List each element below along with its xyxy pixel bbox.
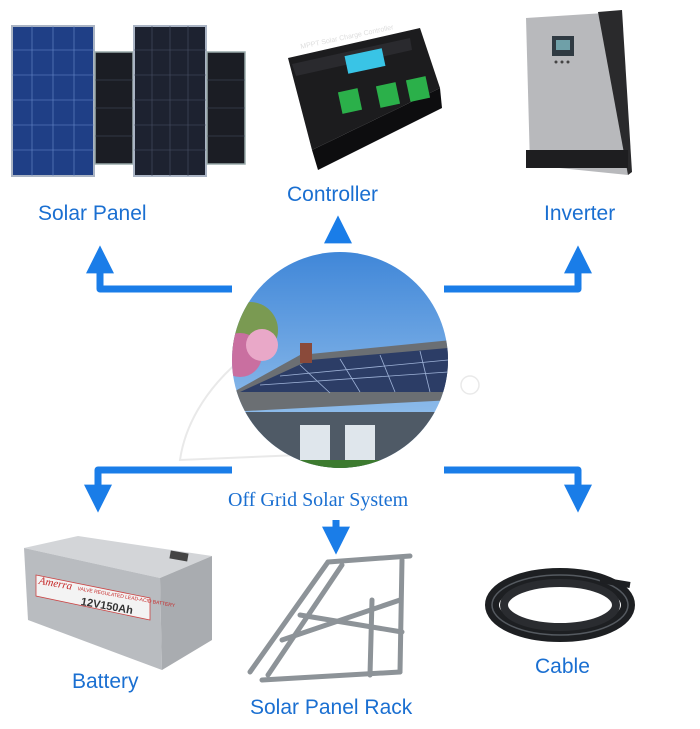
label-cable: Cable [535,655,590,678]
label-off-grid-solar-system: Off Grid Solar System [228,489,409,511]
arrow-to-solar-panel [86,245,232,293]
arrow-to-battery [84,466,232,513]
label-solar-panel-rack: Solar Panel Rack [250,696,413,719]
label-controller: Controller [287,183,379,206]
label-inverter: Inverter [544,202,616,225]
arrow-to-cable [444,466,592,513]
arrow-to-inverter [444,245,592,293]
label-battery: Battery [72,670,139,693]
label-solar-panel: Solar Panel [38,202,147,225]
